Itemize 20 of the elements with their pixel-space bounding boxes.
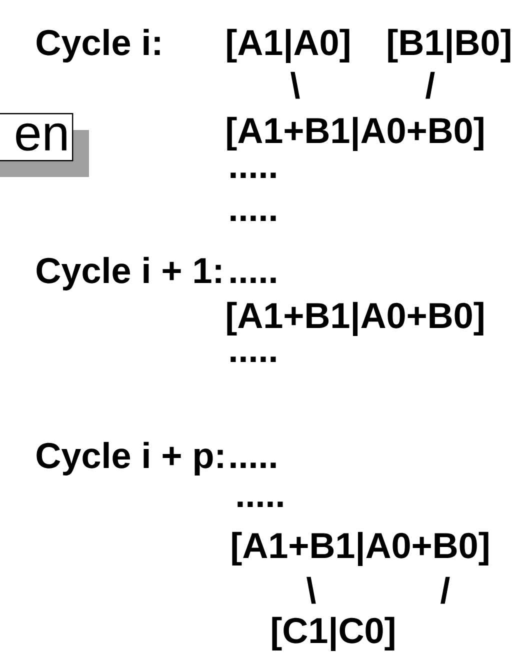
shadowed-box: en <box>0 113 89 177</box>
register-pair: [B1|B0] <box>388 28 510 63</box>
register-sum: [A1+B1|A0+B0] <box>227 302 484 336</box>
register-pair: [C1|C0] <box>272 616 394 651</box>
ellipsis: ..... <box>230 172 276 178</box>
slash-glyph: \ <box>306 576 316 604</box>
register-sum: [A1+B1|A0+B0] <box>232 532 488 566</box>
ellipsis: ..... <box>230 462 276 468</box>
register-sum: [A1+B1|A0+B0] <box>227 116 484 151</box>
slash-glyph: / <box>440 576 450 604</box>
slash-glyph: / <box>426 72 435 99</box>
row-heading: Cycle i + 1: <box>36 256 221 290</box>
slash-glyph: \ <box>290 72 300 99</box>
ellipsis: ..... <box>230 356 276 362</box>
register-pair: [A1|A0] <box>227 28 350 63</box>
ellipsis: ..... <box>230 216 276 221</box>
ellipsis: ..... <box>230 278 276 283</box>
row-heading: Cycle i: <box>36 28 160 62</box>
ellipsis: ..... <box>238 502 283 507</box>
row-heading: Cycle i + p: <box>36 442 223 476</box>
